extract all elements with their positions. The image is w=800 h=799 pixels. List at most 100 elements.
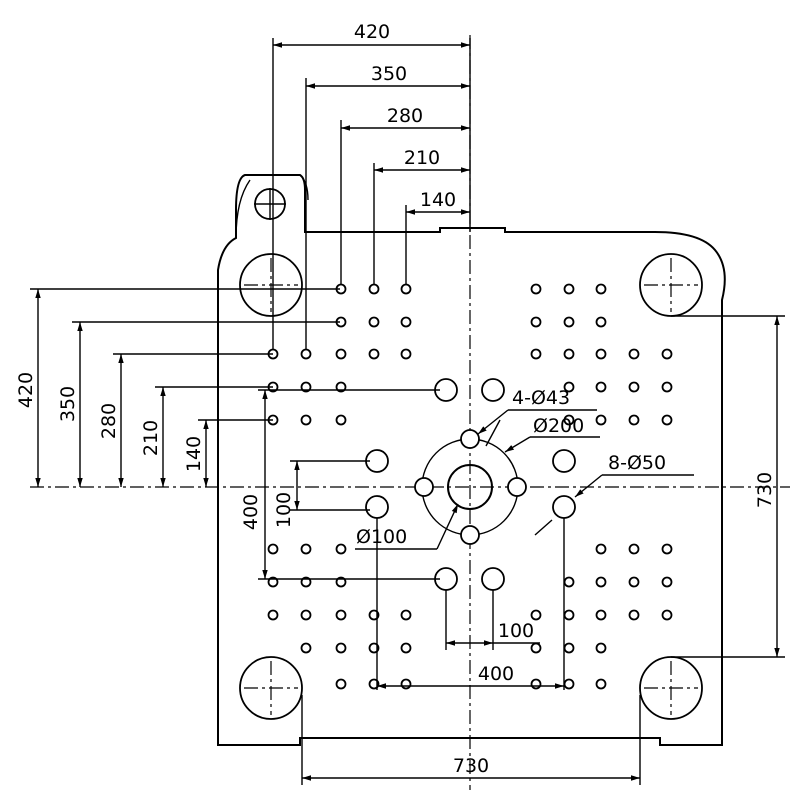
dim-left-280: 280 [98, 403, 120, 439]
mounting-hole [267, 609, 279, 621]
large-hole [365, 495, 389, 519]
mounting-hole [368, 642, 380, 654]
mounting-hole [563, 609, 575, 621]
mounting-hole [661, 414, 673, 426]
mounting-hole [563, 414, 575, 426]
mounting-hole [335, 609, 347, 621]
mounting-hole [335, 543, 347, 555]
dim-left-140: 140 [183, 436, 205, 472]
mounting-hole [595, 543, 607, 555]
mounting-hole [300, 543, 312, 555]
mounting-hole [335, 348, 347, 360]
callout-eight-holes: 8-Ø50 [608, 452, 666, 474]
center-ring [414, 429, 527, 545]
large-hole [481, 567, 505, 591]
dim-bottom-730: 730 [453, 755, 489, 777]
mounting-hole [300, 576, 312, 588]
mounting-hole [595, 576, 607, 588]
mounting-hole [563, 283, 575, 295]
mounting-hole [661, 543, 673, 555]
mounting-hole [530, 642, 542, 654]
mounting-hole [563, 642, 575, 654]
callout-ring-diameter: Ø200 [533, 415, 584, 437]
mounting-hole [628, 381, 640, 393]
mounting-hole [595, 609, 607, 621]
mounting-hole [595, 678, 607, 690]
top-dimensions: 420 350 280 210 140 [272, 21, 471, 350]
mounting-hole [530, 348, 542, 360]
mounting-hole [661, 348, 673, 360]
dim-vertical-400: 400 [240, 494, 262, 530]
mounting-hole [400, 316, 412, 328]
mounting-hole [661, 381, 673, 393]
mounting-holes [267, 283, 673, 690]
mounting-hole [300, 348, 312, 360]
mounting-hole [595, 348, 607, 360]
mounting-hole [400, 283, 412, 295]
dim-top-210: 210 [404, 147, 440, 169]
mounting-hole [335, 642, 347, 654]
mounting-hole [300, 381, 312, 393]
mounting-hole [400, 642, 412, 654]
mounting-hole [335, 381, 347, 393]
large-hole [552, 495, 576, 519]
mounting-hole [661, 609, 673, 621]
mounting-hole [335, 414, 347, 426]
mounting-hole [628, 609, 640, 621]
mounting-hole [368, 348, 380, 360]
mounting-hole [563, 576, 575, 588]
dim-top-350: 350 [371, 63, 407, 85]
mounting-hole [595, 283, 607, 295]
dim-top-280: 280 [387, 105, 423, 127]
mounting-hole [530, 283, 542, 295]
dim-horizontal-100: 100 [498, 620, 534, 642]
dim-horizontal-400: 400 [478, 663, 514, 685]
mounting-hole [368, 316, 380, 328]
mounting-hole [400, 348, 412, 360]
mounting-hole [628, 348, 640, 360]
mounting-hole [335, 576, 347, 588]
mounting-hole [300, 642, 312, 654]
mounting-hole [595, 316, 607, 328]
mounting-hole [628, 414, 640, 426]
mounting-hole [595, 414, 607, 426]
mounting-hole [530, 609, 542, 621]
hole-spacing-vertical-dims: 400 100 [240, 389, 440, 580]
mounting-hole [628, 543, 640, 555]
dim-left-350: 350 [57, 386, 79, 422]
mounting-hole [335, 678, 347, 690]
mounting-hole [595, 642, 607, 654]
dim-right-730: 730 [754, 472, 776, 508]
hole-spacing-horizontal-dims: 100 400 [376, 518, 565, 690]
mounting-hole [563, 678, 575, 690]
callout-center-hole: Ø100 [356, 526, 407, 548]
mounting-hole [400, 609, 412, 621]
mounting-hole [368, 283, 380, 295]
dim-left-420: 420 [15, 372, 37, 408]
large-hole [552, 449, 576, 473]
large-hole [481, 378, 505, 402]
mounting-hole [530, 678, 542, 690]
mounting-hole [400, 678, 412, 690]
tie-bar-dims: 730 730 [301, 315, 785, 785]
mounting-hole [267, 576, 279, 588]
mounting-hole [300, 609, 312, 621]
mounting-hole [661, 576, 673, 588]
mounting-hole [563, 381, 575, 393]
mounting-hole [628, 576, 640, 588]
mounting-hole [300, 414, 312, 426]
dim-top-420: 420 [354, 21, 390, 43]
lifting-lug-hole [254, 188, 286, 220]
mounting-hole [563, 348, 575, 360]
callout-four-holes: 4-Ø43 [512, 387, 570, 409]
left-dimensions: 420 350 280 210 140 [15, 288, 340, 487]
callout-leaders: 4-Ø43 Ø200 8-Ø50 Ø100 [355, 387, 694, 550]
mounting-hole [368, 609, 380, 621]
mounting-hole [595, 381, 607, 393]
dim-vertical-100: 100 [273, 492, 295, 528]
mounting-hole [267, 543, 279, 555]
dim-left-210: 210 [140, 420, 162, 456]
mounting-hole [563, 316, 575, 328]
dim-top-140: 140 [420, 189, 456, 211]
